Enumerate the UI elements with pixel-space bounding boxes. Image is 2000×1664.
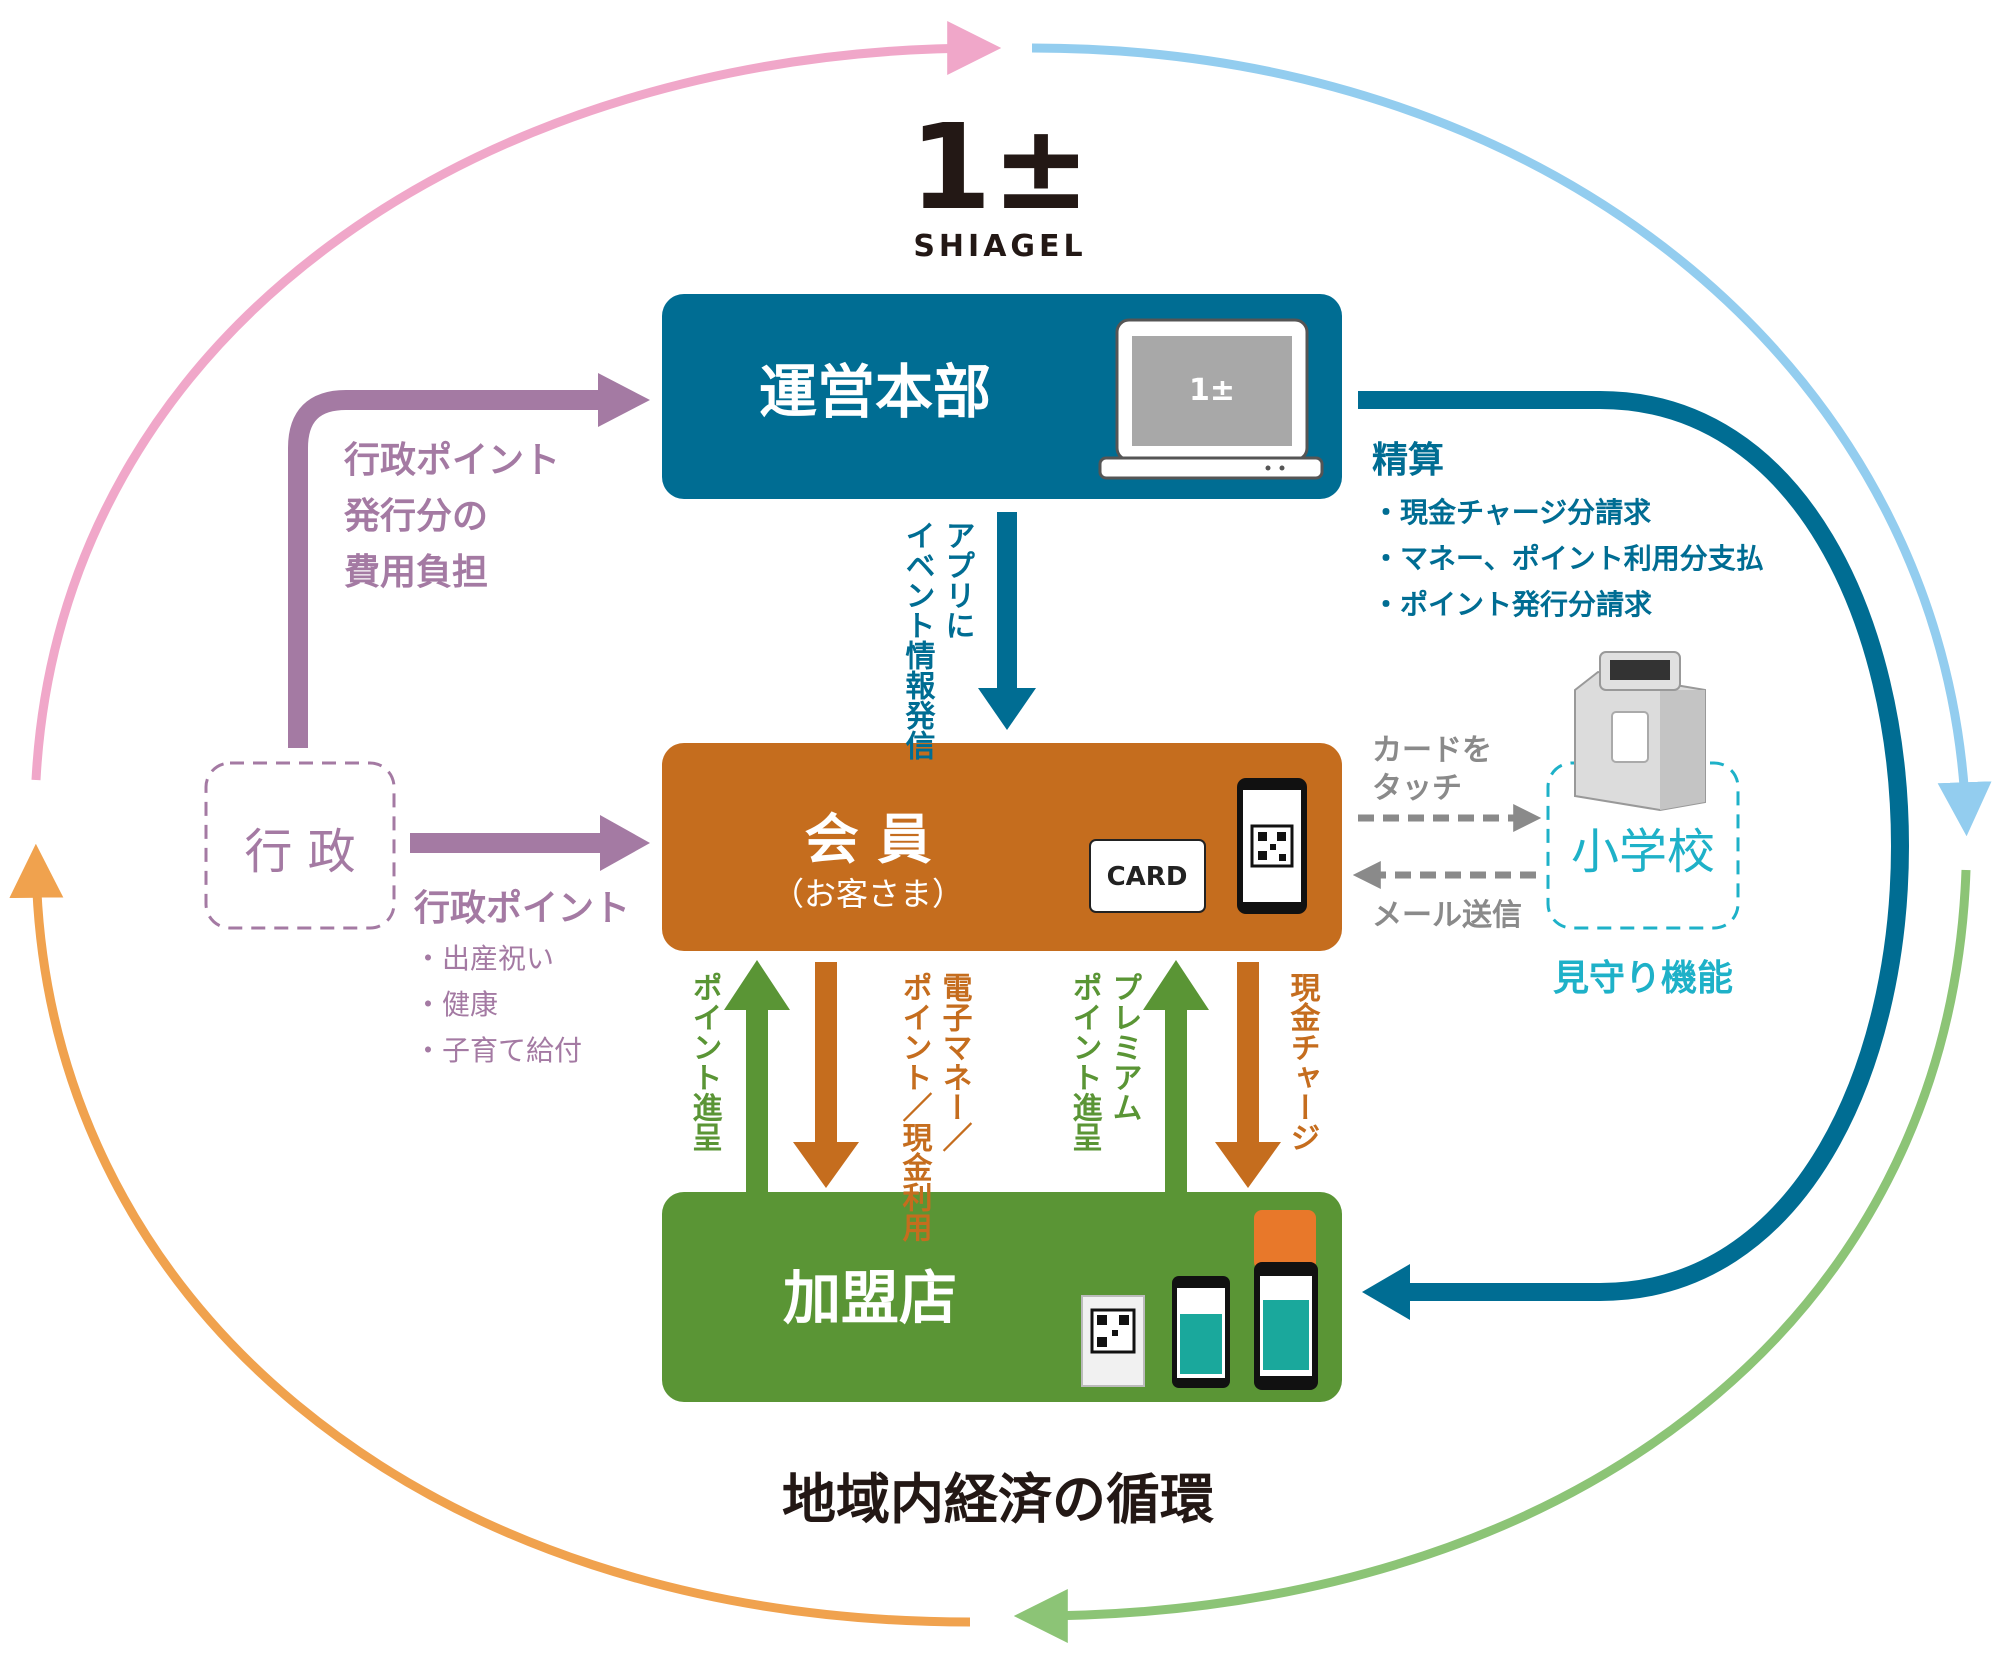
settlement-item-1: ・現金チャージ分請求 xyxy=(1372,496,1651,529)
member-box: 会 員 （お客さま） CARD xyxy=(662,743,1342,951)
cash-charge-arrow xyxy=(1215,962,1281,1188)
logo-name: SHIAGEL xyxy=(913,229,1086,264)
member-title: 会 員 xyxy=(805,808,932,871)
headquarters-title: 運営本部 xyxy=(759,358,991,426)
gov-point-item-2: ・健康 xyxy=(414,988,498,1021)
card-icon: CARD xyxy=(1089,839,1206,913)
premium-label-left: ポイント進呈 xyxy=(1067,972,1103,1152)
point-gift-label: ポイント進呈 xyxy=(687,972,723,1152)
card-label: CARD xyxy=(1107,862,1188,892)
payment-terminal-icon xyxy=(1254,1210,1318,1390)
point-gift-arrow xyxy=(724,960,790,1192)
cycle-arc-pink xyxy=(31,21,1002,781)
e-money-label-right: 電子マネー／ xyxy=(937,972,973,1152)
hq-to-member-label-right: アプリに xyxy=(940,520,975,640)
gov-point-title: 行政ポイント xyxy=(414,887,630,929)
member-school-arrows: カードを タッチ メール送信 xyxy=(1352,733,1542,933)
gov-to-hq-line-2: 発行分の xyxy=(344,496,488,537)
cycle-arc-orange xyxy=(9,843,971,1627)
gov-to-hq-arrow xyxy=(288,373,650,748)
gov-point-item-3: ・子育て給付 xyxy=(414,1034,582,1067)
headquarters-box: 運営本部 1± xyxy=(662,294,1342,499)
gov-to-hq-line-1: 行政ポイント xyxy=(344,439,560,481)
logo-mark: 1± xyxy=(910,98,1091,236)
gov-to-hq-label: 行政ポイント 発行分の 費用負担 xyxy=(344,439,560,593)
cycle-arc-lightblue xyxy=(1031,43,1992,837)
touch-label-2: タッチ xyxy=(1372,771,1462,806)
mail-label: メール送信 xyxy=(1372,898,1522,933)
member-subtitle: （お客さま） xyxy=(772,875,964,913)
touch-label-1: カードを xyxy=(1372,733,1492,768)
hq-to-member-arrow xyxy=(978,512,1036,730)
e-money-label-left: ポイント／現金利用 xyxy=(897,972,934,1243)
cash-charge-label: 現金チャージ xyxy=(1285,972,1322,1152)
school-feature-label: 見守り機能 xyxy=(1553,958,1733,999)
qr-stand-icon xyxy=(1081,1295,1145,1387)
merchant-box: 加盟店 xyxy=(662,1192,1342,1402)
laptop-icon: 1± xyxy=(1098,318,1324,480)
settlement-item-3: ・ポイント発行分請求 xyxy=(1372,588,1652,621)
settlement-arrow xyxy=(1358,391,1909,1320)
government-box: 行 政 xyxy=(204,761,396,930)
hq-to-member-label-left: イベント情報発信 xyxy=(900,520,937,760)
merchant-phone-icon xyxy=(1172,1276,1230,1388)
school-title: 小学校 xyxy=(1571,824,1715,880)
shiagel-logo: 1± SHIAGEL xyxy=(910,98,1091,264)
settlement-label: 精算 ・現金チャージ分請求 ・マネー、ポイント利用分支払 ・ポイント発行分請求 xyxy=(1372,440,1764,621)
cycle-arc-green xyxy=(1013,869,1971,1643)
government-title: 行 政 xyxy=(244,824,355,880)
gov-point-item-1: ・出産祝い xyxy=(414,942,554,975)
laptop-screen-mark: 1± xyxy=(1189,373,1235,408)
gov-to-member-arrow xyxy=(410,815,650,871)
e-money-use-arrow xyxy=(793,962,859,1188)
gov-to-hq-line-3: 費用負担 xyxy=(344,552,488,593)
card-reader-device-icon xyxy=(1574,651,1706,812)
smartphone-qr-icon xyxy=(1237,778,1307,914)
outer-cycle xyxy=(9,21,1992,1643)
merchant-title: 加盟店 xyxy=(783,1264,957,1332)
gov-to-member-label: 行政ポイント ・出産祝い ・健康 ・子育て給付 xyxy=(414,887,630,1067)
cycle-title: 地域内経済の循環 xyxy=(782,1468,1214,1531)
settlement-title: 精算 xyxy=(1372,440,1444,481)
premium-label-right: プレミアム xyxy=(1107,972,1142,1122)
premium-point-arrow xyxy=(1143,960,1209,1192)
settlement-item-2: ・マネー、ポイント利用分支払 xyxy=(1372,542,1764,575)
